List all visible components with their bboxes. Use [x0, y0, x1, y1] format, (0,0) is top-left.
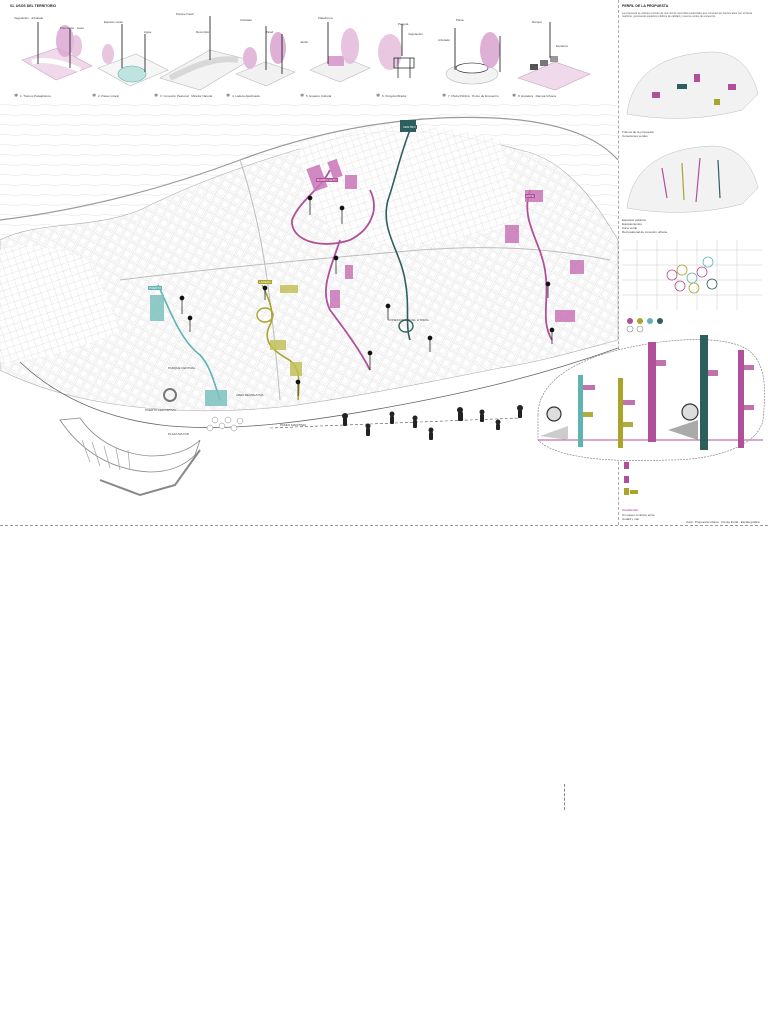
roundabout: [163, 388, 177, 402]
vignette-6-drawing: [378, 24, 415, 78]
map-tag-olive: LADERA: [258, 280, 273, 284]
v5-label-a: Plataforma: [318, 16, 333, 20]
vignette-4-drawing: [235, 26, 296, 87]
v5-label-b: Jardín: [300, 40, 309, 44]
profile-diagram: [537, 335, 765, 461]
legend1-item-2: Conexiones verdes: [622, 134, 648, 138]
footer-credit: Autor: Propuesta urbana · Frente litoral…: [686, 520, 760, 524]
legend2-item-2: Equipamientos: [622, 222, 642, 226]
star-icon: ✱: [226, 93, 231, 99]
swatch-legend: [626, 318, 663, 333]
legend2-item-1: Espacios públicos: [622, 218, 647, 222]
map-label-promenade: PASEO MARÍTIMO: [280, 423, 306, 427]
vignette-3-drawing: [159, 16, 251, 91]
vignette-7-caption: 7. Plaza Pública · Punto de Encuentro: [448, 94, 499, 98]
side-paragraph: La propuesta se articula a través de una…: [622, 12, 753, 19]
people-silhouettes: [342, 405, 523, 440]
city-map-canvas: [0, 100, 620, 497]
v7-label-a: Plaza: [456, 18, 464, 22]
star-icon: ✱: [14, 93, 19, 99]
bottom-legend: [624, 462, 638, 495]
city-map: CENTRO BARRIO ALTO PUERTO LADERA ESTE PA…: [0, 100, 620, 525]
vignette-8-caption: 8. Escalera · Rampa Urbana: [518, 94, 557, 98]
route-teal: [385, 129, 411, 341]
port: [59, 417, 201, 497]
district-olive: [270, 285, 302, 376]
map-label-park: PARQUE CENTRAL: [168, 366, 196, 370]
legend2-item-4: Red peatonal de conexión urbana: [622, 230, 668, 234]
v8-label-a: Rampa: [532, 20, 542, 24]
map-label-port: PUERTO DEPORTIVO: [145, 408, 176, 412]
vignette-6-caption: 6. Pérgola Mirador: [382, 94, 407, 98]
vignette-2-drawing: [97, 24, 169, 87]
v1-label-a: Vegetación · arbolado: [14, 16, 44, 20]
vignette-1-caption: 1. Tramos Paisajísticos: [20, 94, 51, 98]
vignette-row: [21, 16, 591, 91]
v6-label-b: Vegetación: [408, 32, 423, 36]
vignette-5-caption: 5. Espacio Cultural: [306, 94, 332, 98]
district-magenta: [306, 158, 584, 322]
section-title: 01. USOS DEL TERRITORIO: [10, 4, 57, 8]
vignette-8-drawing: [517, 22, 591, 91]
mini-map-2: [626, 145, 759, 213]
vignette-3-caption: 3. Conexión Peatonal · Mirador Natural: [160, 94, 213, 98]
map-tag-east: ESTE: [525, 194, 535, 198]
star-icon: ✱: [92, 93, 97, 99]
vignette-1-drawing: [21, 22, 93, 81]
legend1-item-1: Tramos de la propuesta: [622, 130, 654, 134]
conclusion-line-1: Un paseo continuo entre: [622, 513, 655, 517]
map-label-connection: CONEXIÓN CON EL LITORAL: [388, 318, 430, 322]
park-trees: [206, 416, 244, 432]
map-tag-magenta: BARRIO ALTO: [316, 178, 338, 182]
star-icon: ✱: [512, 93, 517, 99]
conclusion-line-2: ciudad y mar: [622, 517, 640, 521]
v3-label-b: Recorrido: [196, 30, 210, 34]
v3-label-a: Parque lineal: [176, 12, 194, 16]
star-icon: ✱: [154, 93, 159, 99]
vignette-5-drawing: [309, 22, 371, 83]
v4-label-a: Arbolado: [240, 18, 253, 22]
v1-label-b: Pavimento · suelo: [60, 26, 85, 30]
vignette-2-caption: 2. Paseo Litoral: [98, 94, 119, 98]
v4-label-b: Talud: [266, 30, 274, 34]
right-section-title: PERFIL DE LA PROPUESTA: [622, 4, 669, 8]
vignette-4-caption: 4. Ladera Ajardinada: [232, 94, 260, 98]
v2-label-a: Espacio verde: [104, 20, 124, 24]
pins: [179, 195, 555, 396]
grid-map: [622, 240, 762, 310]
sheet-bottom-border: [0, 525, 768, 526]
map-label-plaza: PLAZA MAYOR: [168, 432, 189, 436]
map-label-recreation: ÁREA RECREATIVA: [236, 393, 264, 397]
v8-label-b: Escalera: [556, 44, 568, 48]
conclusion-title: Conclusión: [622, 508, 639, 512]
star-icon: ✱: [442, 93, 447, 99]
v7-label-b: Arbolado: [438, 38, 451, 42]
map-tag-cyan: PUERTO: [148, 286, 163, 290]
poster-sheet: 01. USOS DEL TERRITORIO PERFIL DE LA PRO…: [0, 0, 768, 526]
legend2-item-3: Zona verde: [622, 226, 638, 230]
mini-map-1: [626, 51, 759, 119]
star-icon: ✱: [376, 93, 381, 99]
route-cyan: [157, 284, 221, 401]
vignette-7-drawing: [445, 28, 501, 85]
map-tag-teal: CENTRO: [402, 125, 417, 129]
district-cyan: [150, 295, 227, 406]
cut-mark: [564, 784, 568, 810]
star-icon: ✱: [300, 93, 305, 99]
v2-label-b: Agua: [144, 30, 152, 34]
v6-label-a: Pérgola: [398, 22, 409, 26]
